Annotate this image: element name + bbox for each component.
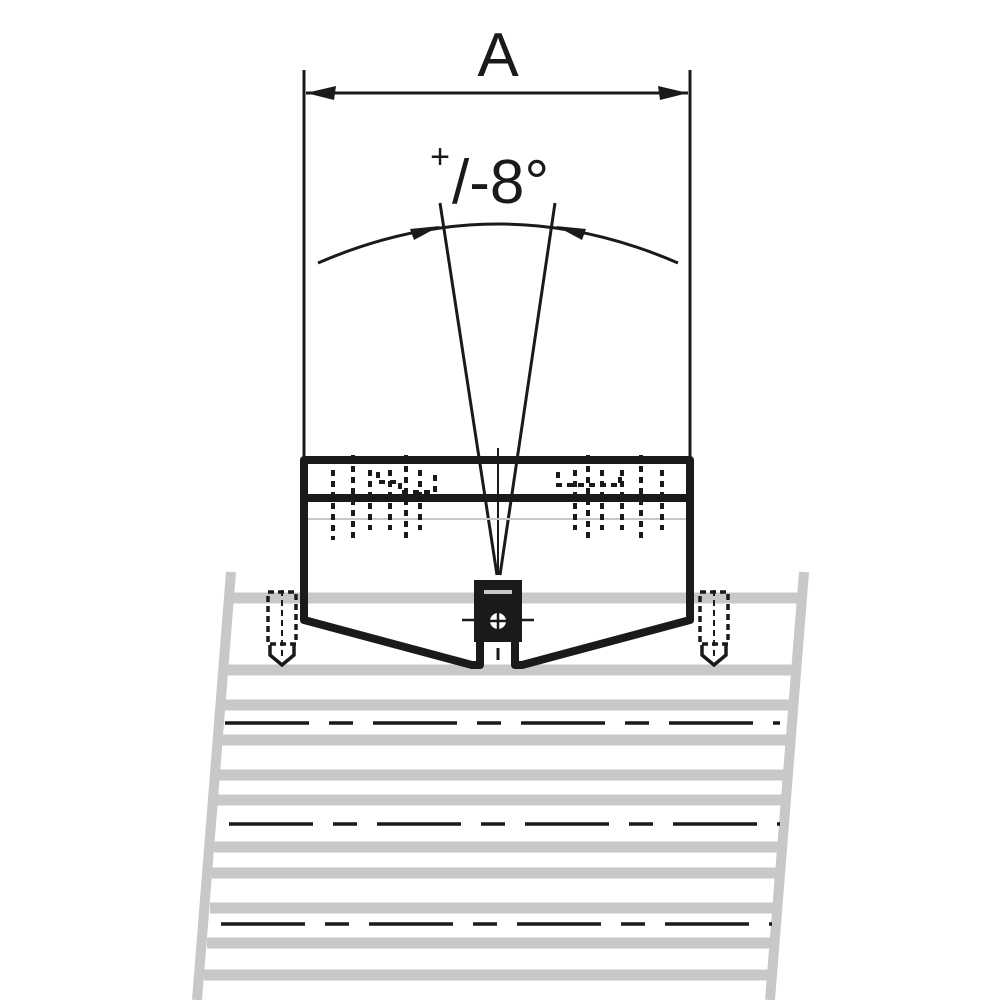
side-bolt-right — [698, 590, 730, 668]
ladder-right-rail — [765, 571, 809, 1000]
tilt-line-right — [498, 202, 557, 576]
tilt-angle — [317, 202, 679, 576]
top-profile — [300, 456, 694, 502]
clamp-slot — [484, 590, 512, 594]
arrowhead-right — [658, 86, 688, 100]
hidden-bolts-right — [556, 455, 664, 540]
angle-plus-sign: + — [430, 138, 450, 176]
center-lines — [221, 721, 780, 926]
tilt-line-left — [438, 202, 499, 576]
ladder-rungs — [204, 592, 800, 981]
angle-arrow-left — [410, 226, 440, 240]
side-bolt-left — [266, 590, 298, 668]
dimension-a — [302, 70, 692, 458]
center-clamp — [462, 580, 534, 660]
angle-label: /-8° — [452, 148, 549, 217]
arrowhead-left — [306, 86, 336, 100]
dimension-a-label: A — [477, 21, 519, 90]
ladder-tray — [192, 571, 809, 1000]
ladder-left-rail — [192, 571, 236, 1000]
angle-arc — [317, 222, 679, 265]
hidden-bolts-left — [331, 455, 437, 540]
angle-arrow-right — [556, 226, 586, 240]
